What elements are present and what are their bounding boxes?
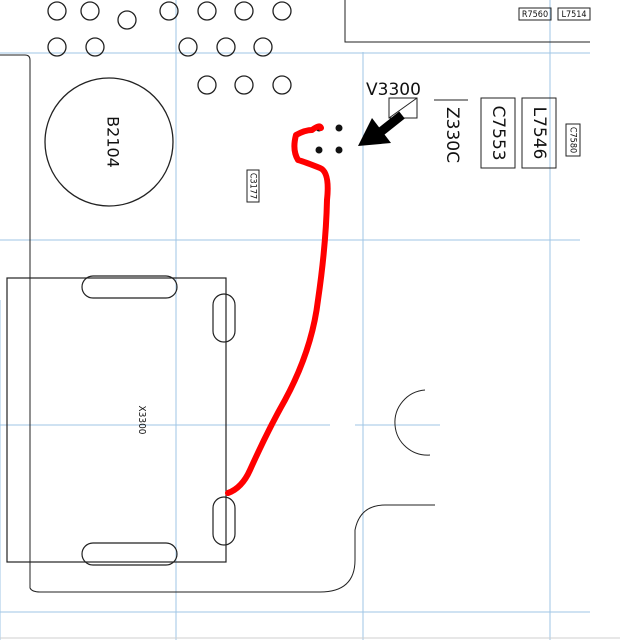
pad-circle [234,75,254,95]
pad-circle [216,37,236,57]
red-trace [225,123,331,496]
v3300-pad [335,124,343,132]
l7546-component: L7546 [521,97,557,169]
slot-bottom [81,542,178,566]
c7580-label: C7580 [568,127,578,153]
r7560-label: R7560 [522,10,548,20]
c7553-component: C7553 [480,97,516,169]
l7514-component: L7514 [557,7,591,21]
pad-circle [272,1,292,21]
pad-circle [197,75,217,95]
pad-circle [197,1,217,21]
pad-circle [47,37,67,57]
pointer-arrow-icon [358,111,405,146]
pad-circle [80,1,100,21]
v3300-pad [315,146,323,154]
v3300-pad [335,146,343,154]
c3177-component: C3177 [246,169,260,203]
l7546-label: L7546 [529,107,549,160]
slot-right-upper [212,293,236,343]
l7514-label: L7514 [561,10,586,20]
pad-circle [178,37,198,57]
pad-circle [234,1,254,21]
b2104-label: B2104 [104,116,123,168]
pad-circle [272,75,292,95]
pad-circle [159,1,179,21]
x3300-label: X3300 [136,405,147,434]
c7553-label: C7553 [488,105,508,160]
b2104-component: B2104 [44,77,174,207]
pad-circles [47,1,292,95]
pad-circle [47,1,67,21]
c7580-component: C7580 [565,123,581,157]
pad-circle [117,10,137,30]
slot-right-lower [212,496,236,546]
z3300-component: Z330C [434,99,468,163]
slot-top [81,275,178,299]
board-outline [0,0,620,639]
r7560-component: R7560 [518,7,552,21]
c3177-label: C3177 [248,173,258,199]
x3300-component: X3300 [6,275,236,566]
grid-lines [0,0,590,640]
z3300-label: Z330C [442,107,462,163]
pad-circle [253,37,273,57]
v3300-label: V3300 [366,80,421,100]
pad-circle [85,37,105,57]
